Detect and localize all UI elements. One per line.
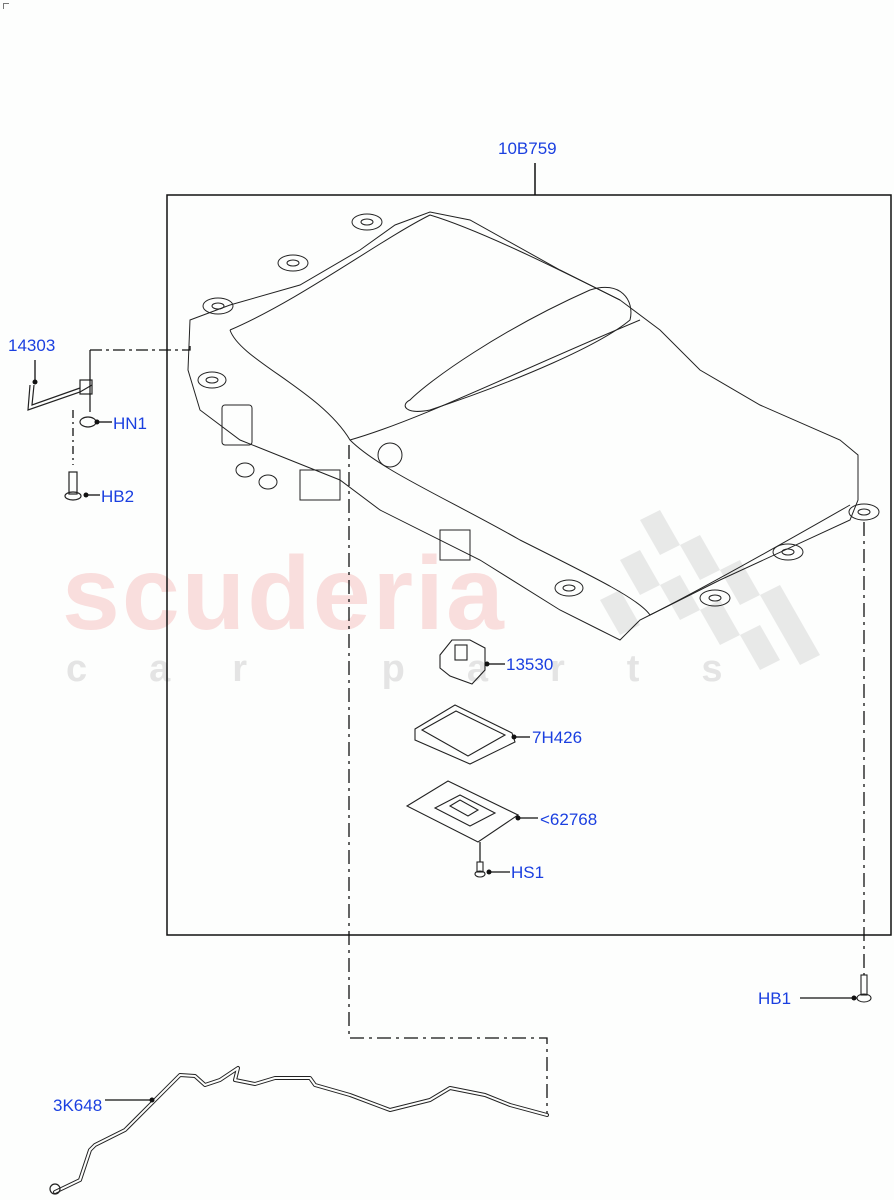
callout-14303[interactable]: 14303 bbox=[8, 336, 56, 355]
part-3K648 bbox=[53, 1066, 549, 1194]
checker-watermark bbox=[600, 510, 820, 670]
assembly-frame bbox=[166, 194, 892, 936]
corner-mark bbox=[3, 3, 9, 9]
callout-62768[interactable]: <62768 bbox=[540, 810, 598, 829]
part-14303 bbox=[27, 379, 93, 411]
part-7H426 bbox=[414, 704, 516, 765]
part-13530 bbox=[439, 639, 486, 685]
callout-3K648[interactable]: 3K648 bbox=[53, 1096, 103, 1115]
part-HN1 bbox=[79, 416, 112, 428]
callout-HB1[interactable]: HB1 bbox=[758, 989, 792, 1008]
callout-10B759[interactable]: 10B759 bbox=[498, 139, 557, 158]
part-HB2 bbox=[64, 471, 82, 501]
callout-13530[interactable]: 13530 bbox=[506, 655, 554, 674]
part-HB1 bbox=[856, 974, 872, 1003]
battery-pack bbox=[187, 211, 880, 641]
callout-HN1[interactable]: HN1 bbox=[113, 414, 148, 433]
part-62768 bbox=[405, 780, 520, 843]
callout-7H426[interactable]: 7H426 bbox=[532, 728, 583, 747]
callout-HS1[interactable]: HS1 bbox=[511, 863, 545, 882]
callout-HB2[interactable]: HB2 bbox=[101, 487, 135, 506]
part-HS1 bbox=[474, 861, 486, 878]
